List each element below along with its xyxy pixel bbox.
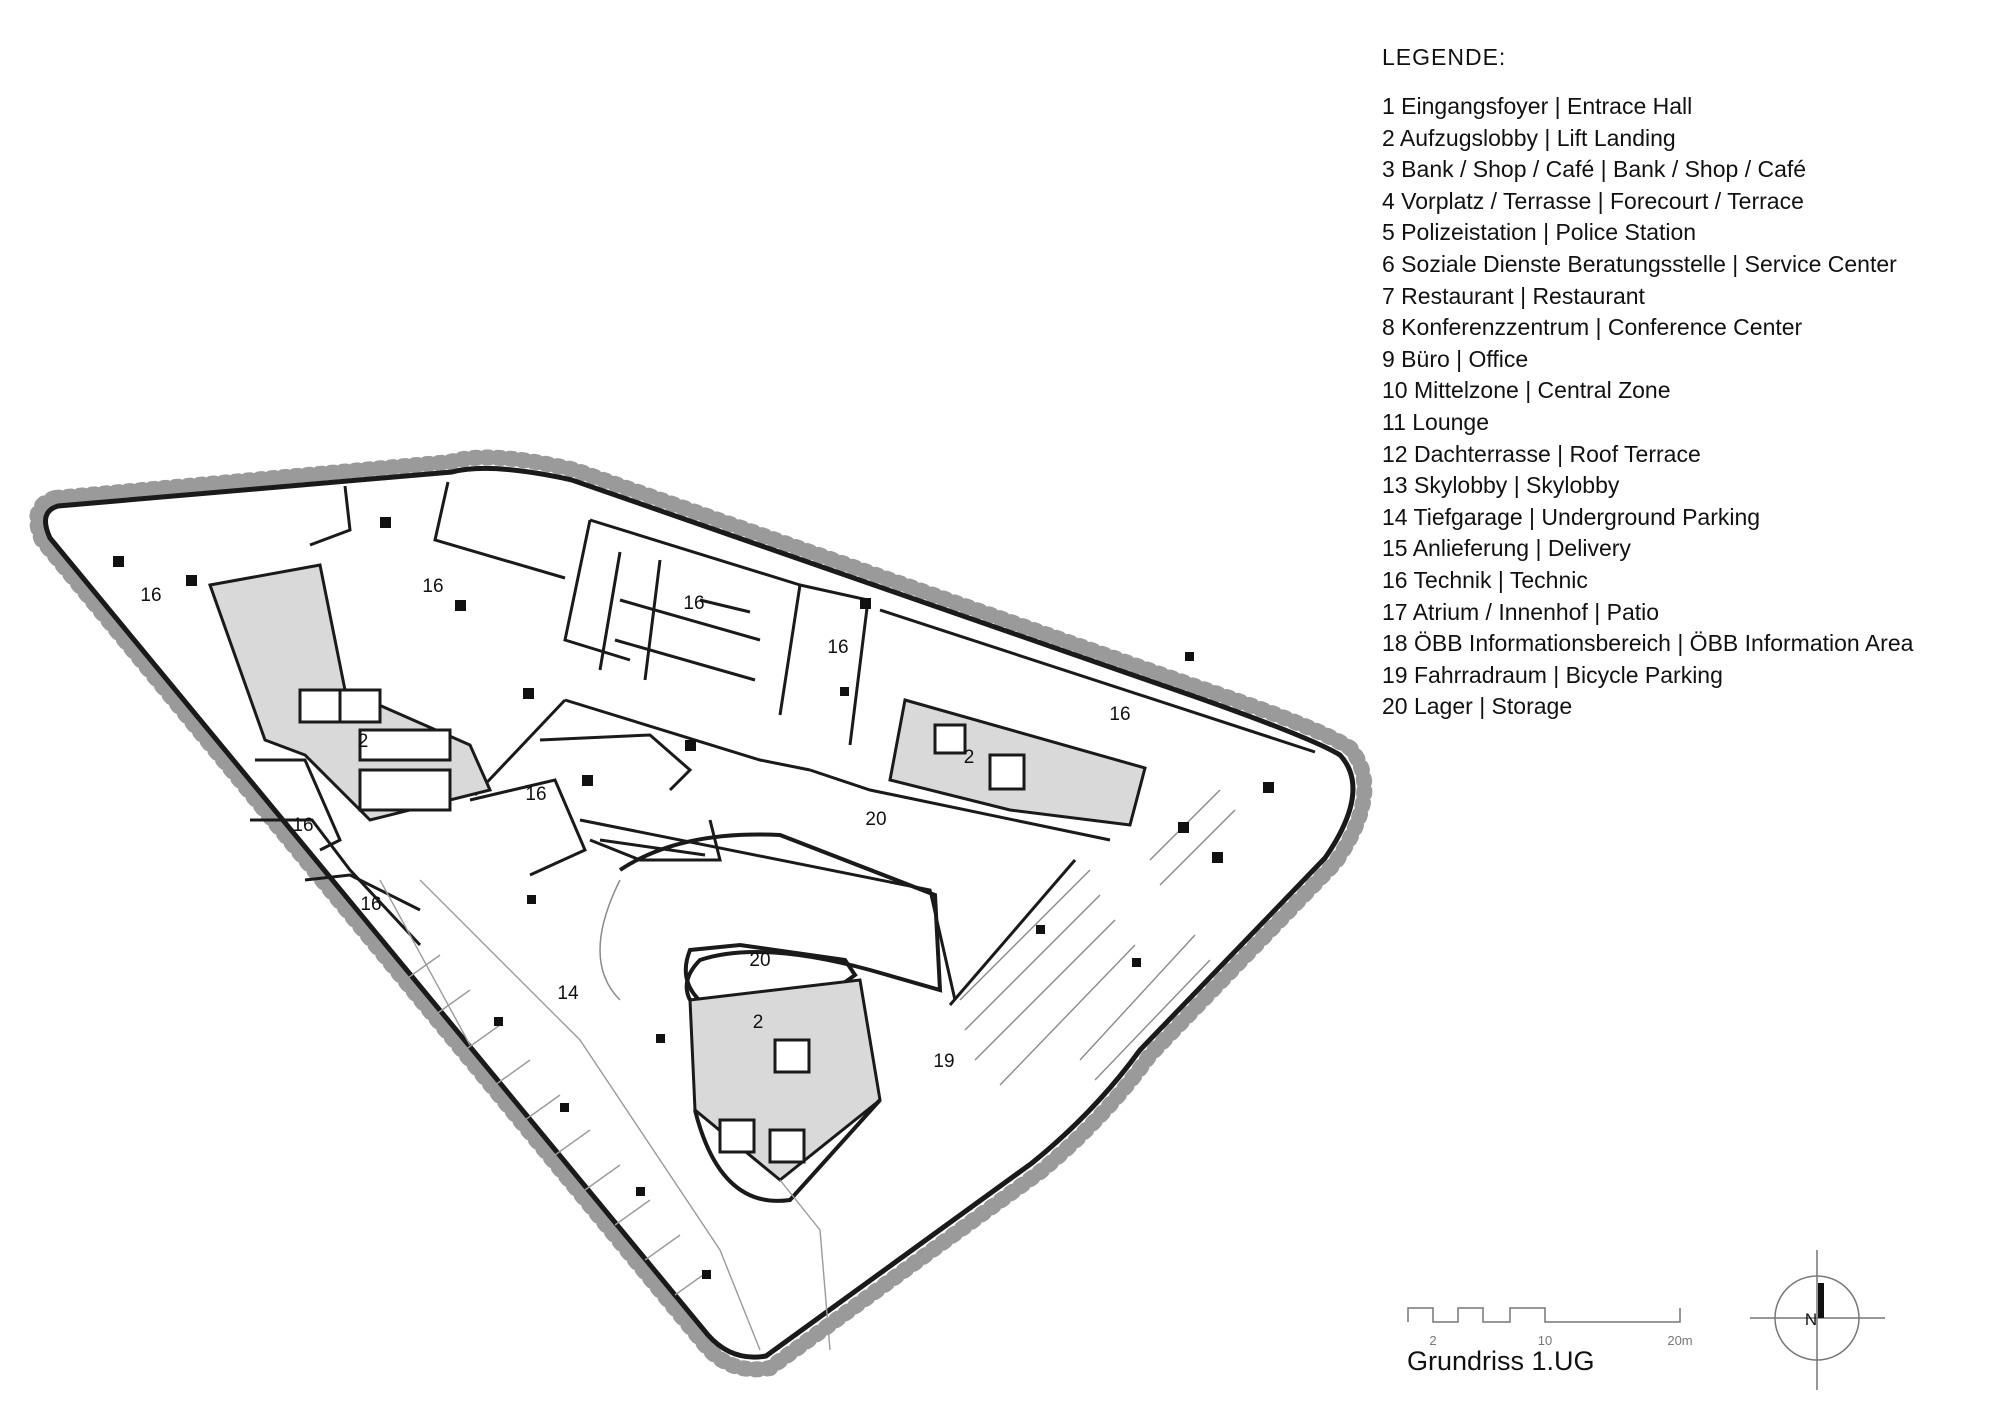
legend-item: 16 Technik | Technic	[1382, 566, 1588, 593]
legend-item: 7 Restaurant | Restaurant	[1382, 282, 1645, 309]
room-label: 16	[140, 585, 161, 606]
ramp-curve	[599, 879, 621, 1001]
legend-item: 8 Konferenzzentrum | Conference Center	[1382, 314, 1803, 341]
legend: LEGENDE: 1 Eingangsfoyer | Entrace Hall …	[1382, 44, 1982, 723]
legend-item: 12 Dachterrasse | Roof Terrace	[1382, 440, 1701, 467]
legend-item: 6 Soziale Dienste Beratungsstelle | Serv…	[1382, 250, 1897, 277]
room-label: 16	[1109, 704, 1130, 725]
core-north-east	[888, 698, 1147, 827]
core-south	[683, 942, 882, 1203]
room-label: 20	[749, 950, 770, 971]
legend-item: 1 Eingangsfoyer | Entrace Hall	[1382, 93, 1693, 119]
legend-item: 5 Polizeistation | Police Station	[1382, 219, 1697, 246]
scale-label: 10	[1538, 1333, 1552, 1348]
plan-title: Grundriss 1.UG	[1407, 1346, 1595, 1376]
legend-item: 14 Tiefgarage | Underground Parking	[1382, 503, 1761, 530]
core-north-west	[207, 563, 493, 822]
bicycle-racks	[959, 789, 1236, 1086]
room-label: 16	[827, 637, 848, 658]
columns	[113, 517, 1274, 1279]
room-label: 16	[360, 894, 381, 915]
legend-item: 11 Lounge	[1382, 408, 1490, 435]
room-label: 2	[964, 747, 975, 768]
north-label: N	[1805, 1310, 1817, 1329]
room-label: 16	[525, 784, 546, 805]
scale-label: 2	[1429, 1333, 1436, 1348]
room-labels: 16 16 16 16 16 16 16 16 2 2 2 20 20 14 1…	[140, 576, 1130, 1072]
legend-item: 18 ÖBB Informationsbereich | ÖBB Informa…	[1382, 630, 1914, 657]
room-label: 16	[683, 593, 704, 614]
facade-outline	[29, 449, 1373, 1378]
room-label: 16	[422, 576, 443, 597]
legend-item: 3 Bank / Shop / Café | Bank / Shop / Caf…	[1382, 156, 1807, 183]
legend-item: 17 Atrium / Innenhof | Patio	[1382, 598, 1660, 625]
room-label: 19	[933, 1051, 954, 1072]
legend-item: 19 Fahrradraum | Bicycle Parking	[1382, 661, 1723, 688]
legend-title: LEGENDE:	[1382, 44, 1507, 70]
legend-list: 1 Eingangsfoyer | Entrace Hall 2 Aufzugs…	[1382, 91, 1982, 723]
legend-item: 10 Mittelzone | Central Zone	[1382, 377, 1671, 404]
parking-stalls	[379, 879, 831, 1351]
interior-walls	[250, 481, 1316, 1006]
scale-label: 20m	[1667, 1333, 1692, 1348]
room-label: 2	[753, 1012, 764, 1033]
legend-item: 20 Lager | Storage	[1382, 693, 1573, 720]
north-arrow: N	[1750, 1250, 1885, 1390]
legend-item: 9 Büro | Office	[1382, 345, 1529, 372]
scale-bar: 2 10 20m	[1407, 1307, 1693, 1348]
room-label: 16	[292, 815, 313, 836]
storage-curve	[618, 832, 943, 1001]
legend-item: 2 Aufzugslobby | Lift Landing	[1382, 124, 1676, 151]
room-label: 20	[865, 809, 886, 830]
legend-item: 15 Anlieferung | Delivery	[1382, 535, 1631, 562]
room-label: 2	[358, 731, 369, 752]
room-label: 14	[557, 983, 579, 1004]
legend-item: 4 Vorplatz / Terrasse | Forecourt / Terr…	[1382, 187, 1804, 214]
legend-item: 13 Skylobby | Skylobby	[1382, 472, 1620, 499]
